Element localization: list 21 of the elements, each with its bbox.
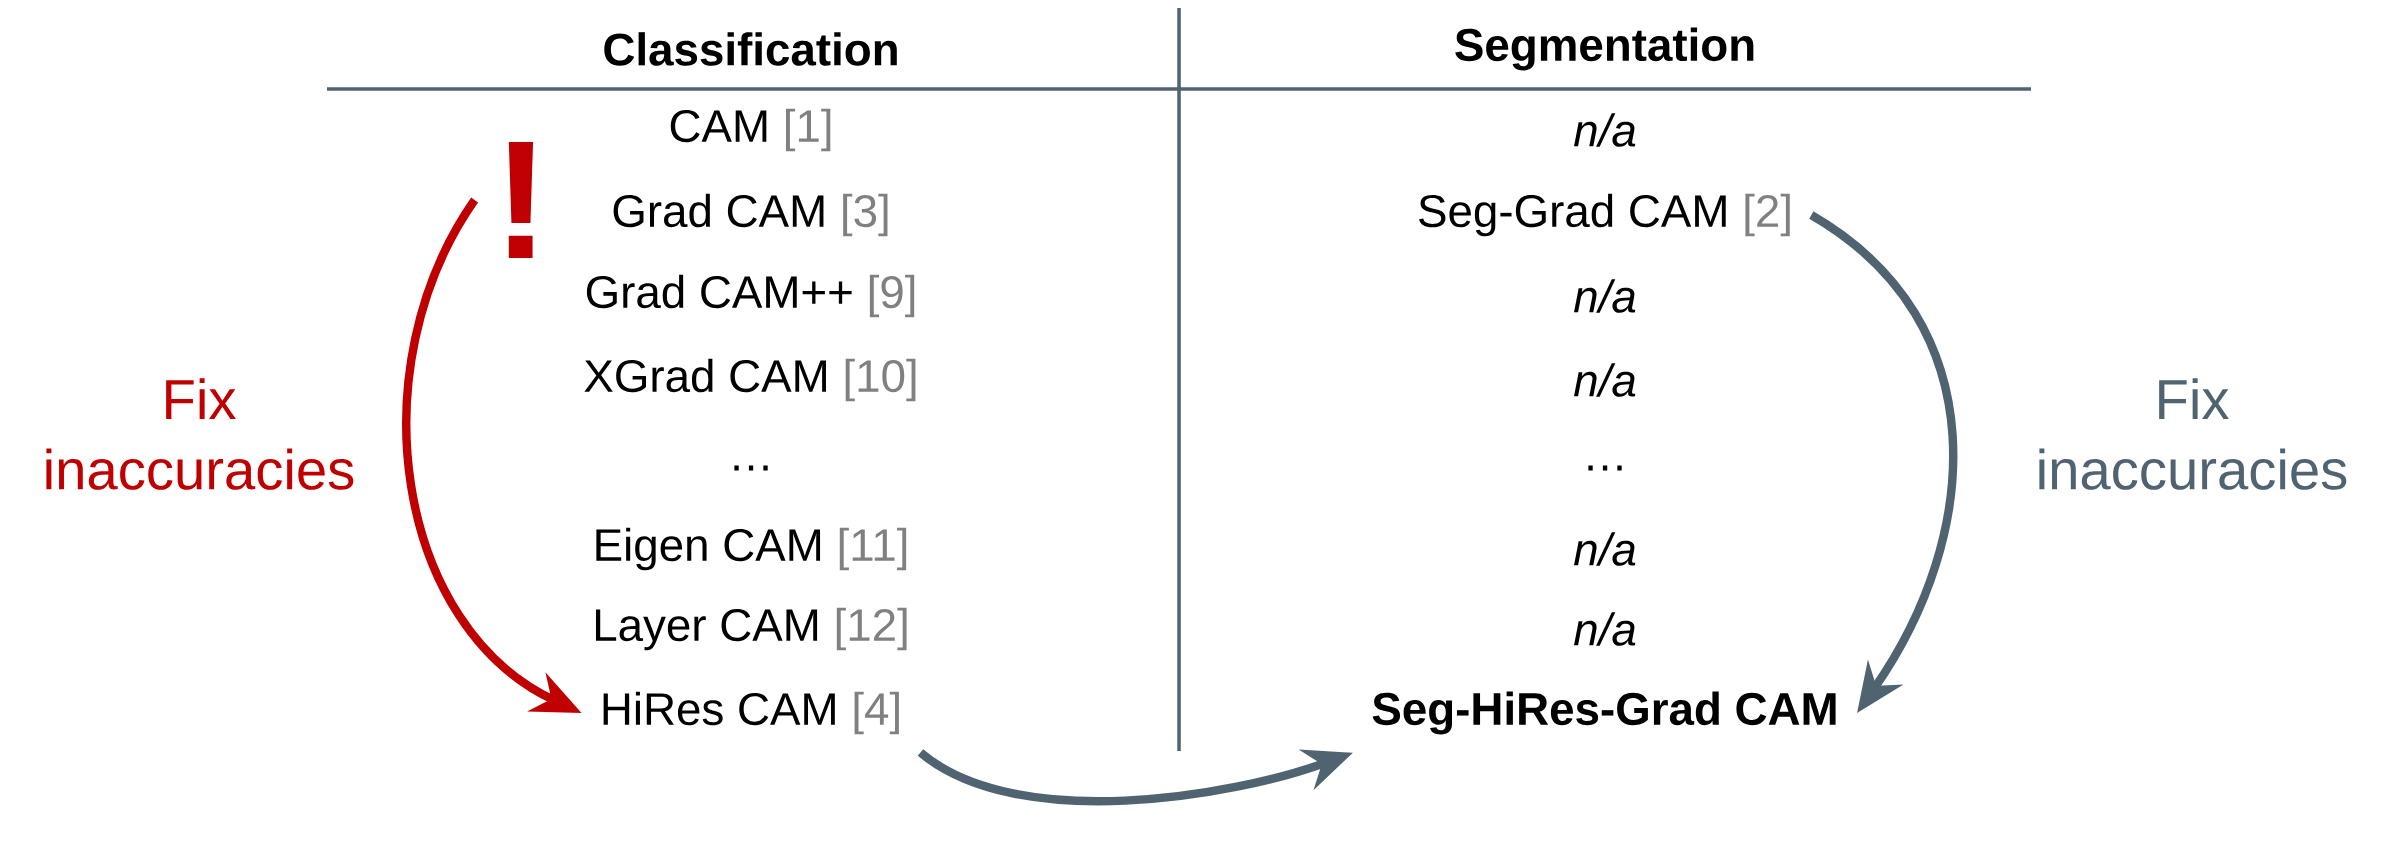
table-entry: Seg-Grad CAM [2] xyxy=(1419,193,1790,237)
table-entry: Seg-HiRes-Grad CAM xyxy=(1372,691,1836,735)
table-entry: n/a xyxy=(1574,113,1636,147)
table-entry: Grad CAM++ [9] xyxy=(586,274,915,318)
table-entry: Grad CAM [3] xyxy=(613,193,888,237)
edge-label: Fix inaccuracies xyxy=(46,378,354,490)
exclamation-mark: ! xyxy=(508,141,534,259)
table-entry: … xyxy=(734,465,768,471)
table-entry: Eigen CAM [11] xyxy=(596,527,907,571)
table-entry: n/a xyxy=(1574,612,1636,646)
table-entry: n/a xyxy=(1574,279,1636,313)
table-entry: n/a xyxy=(1574,532,1636,566)
table-entry: XGrad CAM [10] xyxy=(584,358,916,402)
table-entry: HiRes CAM [4] xyxy=(603,691,899,735)
column-header: Classification xyxy=(604,32,897,66)
table-entry: Layer CAM [12] xyxy=(595,607,907,651)
table-entry: … xyxy=(1588,465,1622,471)
table-entry: CAM [1] xyxy=(670,108,831,152)
table-entry: n/a xyxy=(1574,363,1636,397)
edge-label: Fix inaccuracies xyxy=(2039,378,2347,490)
column-header: Segmentation xyxy=(1455,27,1754,71)
